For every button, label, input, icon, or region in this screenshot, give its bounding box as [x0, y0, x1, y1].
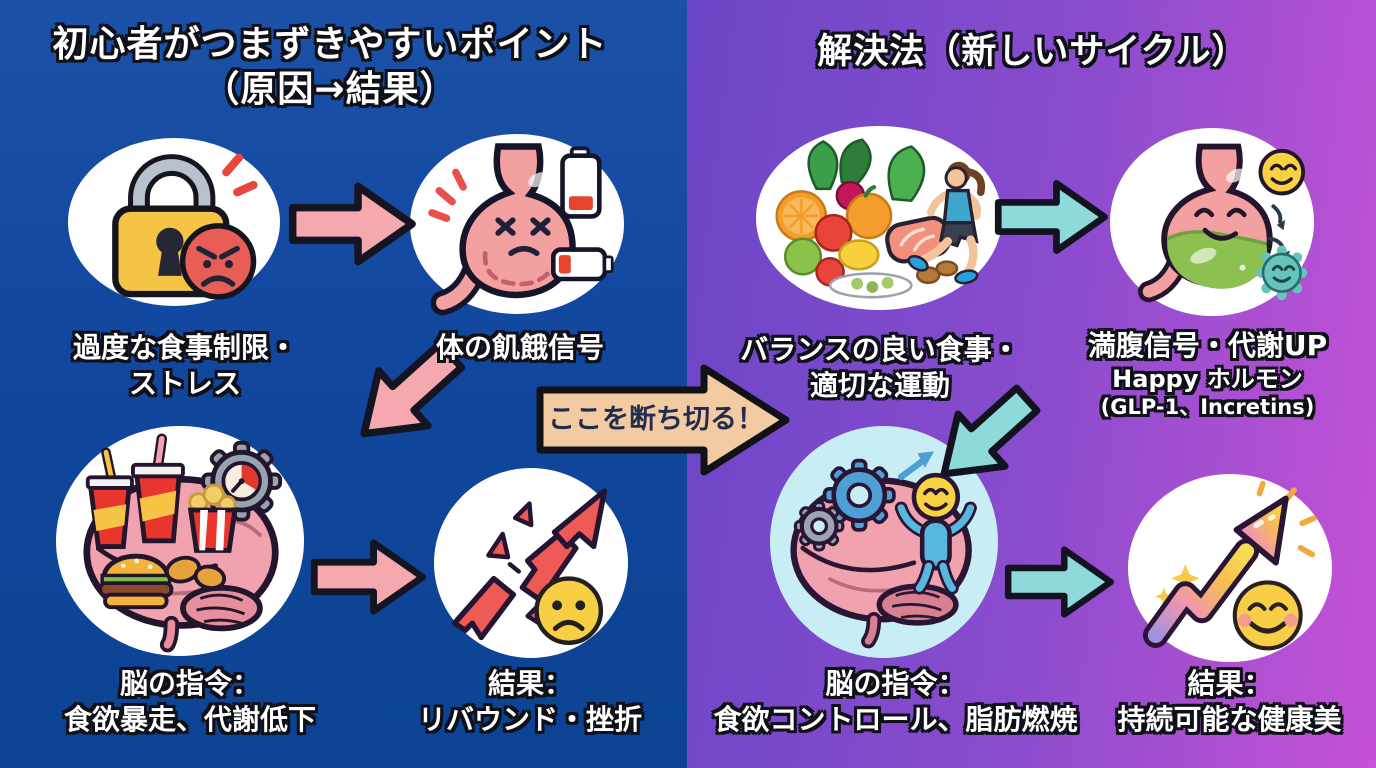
cause-node-restriction — [68, 138, 280, 306]
runner-figure — [907, 162, 985, 285]
solution-label-satiety: 満腹信号・代謝UP Happy ホルモン (GLP-1、Incretins) — [1087, 329, 1328, 419]
cause-label-restriction: 過度な食事制限・ ストレス — [72, 331, 297, 400]
solution-arrow-3-right-icon — [1004, 546, 1114, 618]
cause-label-result: 結果： リバウンド・挫折 — [417, 667, 642, 736]
solution-arrow-2-diagonal-icon — [940, 384, 1041, 478]
break-cycle-banner-arrow-icon — [536, 364, 790, 476]
incretin-microbe-icon — [1256, 245, 1308, 300]
solution-title-text: 解決法（新しいサイクル） — [817, 32, 1248, 72]
blue-gear-icon — [822, 459, 896, 532]
popcorn-icon — [187, 483, 238, 554]
burger-icon — [98, 553, 174, 610]
solution-node-satiety — [1110, 128, 1314, 316]
cause-title-line2: （原因→結果） — [203, 69, 457, 110]
happy-brain-gears-icon — [790, 451, 978, 649]
cause-node-starvation — [410, 134, 624, 316]
cause-title-line1: 初心者がつまずきやすいポイント — [52, 24, 608, 65]
lock-stress-icon — [112, 153, 259, 300]
break-cycle-banner-text: ここを断ち切る！ — [548, 404, 764, 435]
cause-label-starvation: 体の飢餓信号 — [435, 331, 604, 364]
cause-arrow-1-right-icon — [288, 182, 416, 266]
cause-arrow-2-diagonal-icon — [360, 339, 466, 438]
happy-stomach-hormones-icon — [1138, 143, 1308, 302]
soda-cups-icon — [85, 433, 185, 550]
content-happy-face — [1232, 579, 1303, 650]
cause-node-rebound — [434, 468, 628, 658]
solution-label-result: 結果： 持続可能な健康美 — [1117, 667, 1342, 736]
solution-node-brain — [770, 426, 998, 658]
gray-gear-icon — [793, 501, 845, 552]
rising-arrow-happy-face-icon — [1143, 480, 1317, 650]
balanced-meal-runner-icon — [775, 138, 985, 299]
broken-arrow-sad-face-icon — [451, 488, 607, 645]
happy-hormone-emoji-icon — [1258, 148, 1306, 195]
solution-node-balanced-meal — [756, 126, 1002, 310]
solution-label-brain: 脳の指令： 食欲コントロール、脂肪燃焼 — [713, 667, 1078, 736]
cause-node-brain — [56, 426, 304, 656]
solution-node-result — [1128, 474, 1332, 662]
junk-food-brain-gear-icon — [83, 433, 282, 653]
solution-arrow-1-right-icon — [994, 180, 1108, 254]
solution-title: 解決法（新しいサイクル） — [735, 30, 1330, 74]
cause-title: 初心者がつまずきやすいポイント （原因→結果） — [25, 22, 635, 112]
hungry-stomach-low-battery-icon — [427, 143, 614, 316]
cause-arrow-3-right-icon — [310, 539, 426, 615]
solution-label-meal: バランスの良い食事・ 適切な運動 — [740, 333, 1020, 402]
cause-label-brain: 脳の指令： 食欲暴走、代謝低下 — [63, 667, 316, 736]
cheering-figure-icon — [894, 473, 978, 595]
